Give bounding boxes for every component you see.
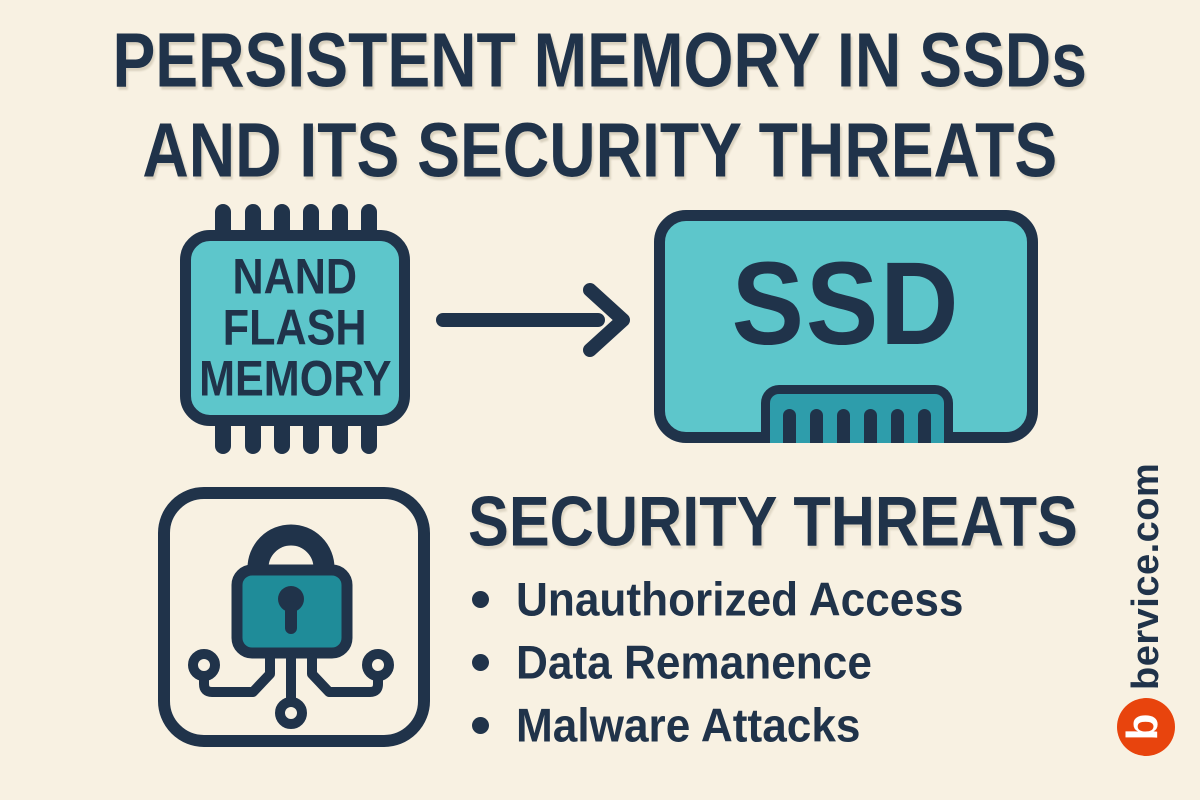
watermark-site: bervice.com	[1124, 462, 1167, 690]
ssd-connector-pin	[918, 409, 931, 443]
ssd-connector-pin	[810, 409, 823, 443]
page-title: PERSISTENT MEMORY IN SSDs AND ITS SECURI…	[0, 17, 1200, 202]
title-line-1: PERSISTENT MEMORY IN SSDs	[112, 17, 1088, 104]
brand-logo-icon: b	[1117, 698, 1175, 756]
lock-shackle	[247, 524, 335, 602]
lock-keyhole	[278, 586, 304, 612]
threat-item: Data Remanence	[472, 635, 887, 689]
threat-item-label: Unauthorized Access	[516, 572, 964, 626]
title-line-2: AND ITS SECURITY THREATS	[142, 107, 1058, 194]
bullet-icon	[472, 590, 489, 608]
ssd-connector-pin	[783, 409, 796, 443]
circuit-traces	[199, 653, 383, 704]
ssd-connector-pin	[891, 409, 904, 443]
lock-tile-outline	[158, 487, 430, 747]
chip-label-line-1: NAND	[232, 248, 358, 305]
brand-logo-letter: b	[1118, 713, 1167, 741]
threat-item-label: Malware Attacks	[516, 698, 861, 752]
watermark: b bervice.com	[1117, 463, 1175, 756]
threats-heading: SECURITY THREATS	[468, 481, 1078, 561]
bullet-icon	[472, 653, 489, 671]
chip-label-line-2: FLASH	[223, 299, 367, 356]
bullet-icon	[472, 716, 489, 734]
security-lock-icon	[158, 487, 430, 747]
ssd-icon: SSD	[654, 210, 1038, 443]
ssd-connector-icon	[761, 385, 953, 443]
ssd-connector-pin	[837, 409, 850, 443]
threat-item: Unauthorized Access	[472, 572, 982, 626]
nand-chip-body: NAND FLASH MEMORY	[180, 230, 410, 426]
right-arrow-icon	[436, 283, 630, 357]
ssd-label: SSD	[731, 238, 961, 370]
threat-item-label: Data Remanence	[516, 635, 872, 689]
chip-label-line-3: MEMORY	[198, 350, 392, 407]
threat-item: Malware Attacks	[472, 698, 875, 752]
ssd-connector-pin	[864, 409, 877, 443]
